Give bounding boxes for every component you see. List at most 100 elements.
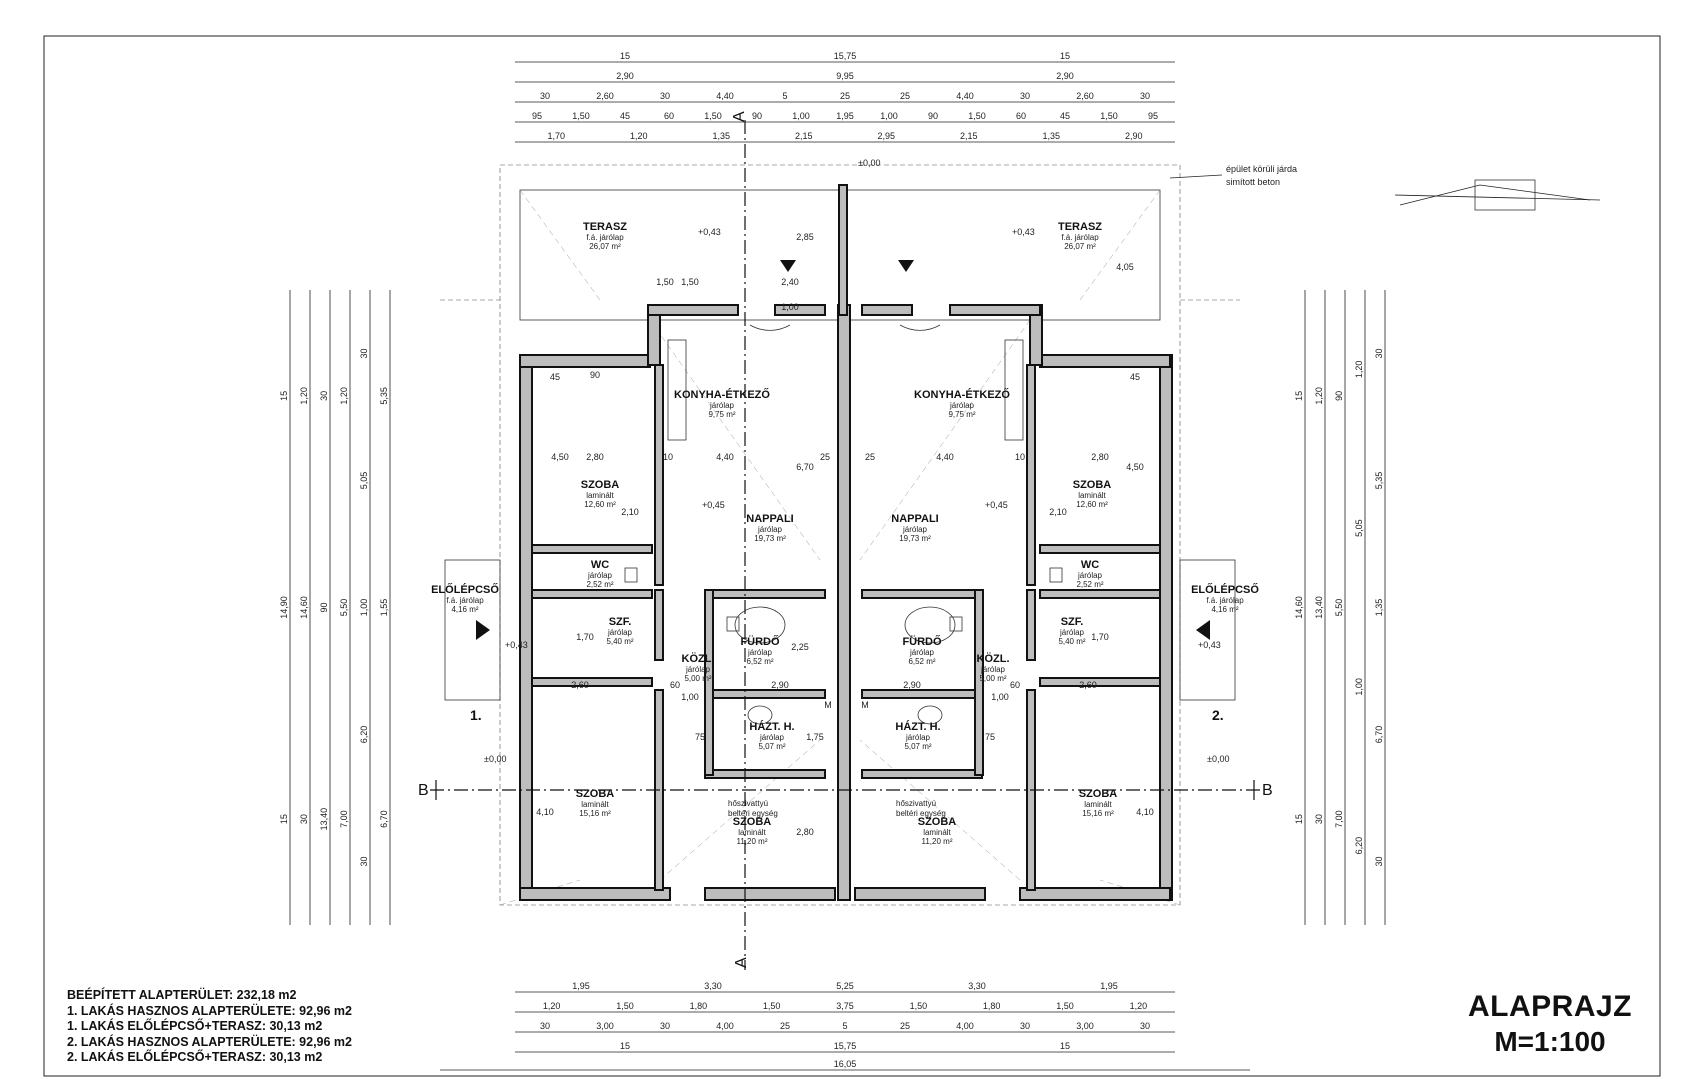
room-name: SZOBA (1079, 788, 1118, 800)
level-ground-right: ±0,00 (1207, 754, 1229, 764)
dimension-value: 5 (782, 91, 787, 101)
room-finish: járólap (949, 401, 975, 410)
walls-flat-1 (519, 304, 836, 901)
dimension-value: 3,00 (1076, 1021, 1094, 1031)
room-area: 2,52 m² (586, 580, 613, 589)
room-finish: járólap (905, 733, 931, 742)
dimension-value: 6,70 (1374, 726, 1384, 744)
dimension-value: 14,60 (1294, 596, 1304, 619)
room-finish: járólap (757, 525, 783, 534)
dimension-value: 16,05 (834, 1059, 857, 1069)
level-entry-right: +0,43 (1198, 640, 1221, 650)
dimension-value: 3,75 (836, 1001, 854, 1011)
fence-wall (838, 184, 848, 316)
dimension-value: 1,20 (339, 387, 349, 405)
room-finish: f.á. járólap (1206, 596, 1244, 605)
room-area: 19,73 m² (899, 534, 931, 543)
dimension-value: 25 (840, 91, 850, 101)
inner-dimension: 1,70 (576, 632, 594, 642)
room-name: WC (1081, 559, 1099, 571)
dimension-value: 5,35 (1374, 472, 1384, 490)
dimension-value: 30 (299, 814, 309, 824)
bathroom-fixtures (624, 324, 1063, 725)
inner-dimension: 4,40 (716, 452, 734, 462)
dimension-value: 1,00 (1354, 678, 1364, 696)
heat-pump-note-line1: hőszivattyú (728, 799, 768, 808)
dimension-value: 25 (780, 1021, 790, 1031)
room-name: HÁZT. H. (749, 720, 794, 733)
room-name: ELŐLÉPCSŐ (431, 583, 499, 596)
room-finish: járólap (980, 665, 1006, 674)
dimension-value: 15 (620, 1041, 630, 1051)
inner-dimension: 4,40 (936, 452, 954, 462)
dimension-value: 1,35 (1374, 599, 1384, 617)
inner-dimension: 2,60 (1079, 680, 1097, 690)
level-terrace-left: +0,43 (698, 227, 721, 237)
dimension-value: 1,50 (910, 1001, 928, 1011)
room-area: 5,00 m² (979, 674, 1006, 683)
flat-number-2: 2. (1212, 707, 1224, 723)
room-finish: járólap (747, 648, 773, 657)
dimension-value: 1,50 (763, 1001, 781, 1011)
room-name: SZOBA (918, 816, 957, 828)
inner-dimension: 45 (550, 372, 560, 382)
dimension-value: 30 (660, 1021, 670, 1031)
dimension-value: 30 (359, 856, 369, 866)
dimension-value: 5,35 (379, 387, 389, 405)
room-name: KÖZL. (977, 652, 1010, 665)
party-wall (837, 304, 851, 901)
level-markers (476, 260, 1210, 640)
inner-dimension: 4,10 (1136, 807, 1154, 817)
inner-dimension: 2,40 (781, 277, 799, 287)
room-area: 15,16 m² (579, 809, 611, 818)
dimension-value: 1,70 (547, 131, 565, 141)
room-name: WC (591, 559, 609, 571)
dimension-lines-right (1304, 290, 1386, 925)
heat-pump-note-line2-right: beltéri egység (896, 809, 946, 818)
dimension-value: 1,95 (1100, 981, 1118, 991)
dimension-value: 15,75 (834, 51, 857, 61)
room-area: 26,07 m² (1064, 242, 1096, 251)
level-ground-left: ±0,00 (484, 754, 506, 764)
title-block: ALAPRAJZ M=1:100 (1440, 990, 1660, 1058)
inner-dimension: 1,00 (781, 302, 799, 312)
dimension-value: 45 (620, 111, 630, 121)
level-floor-right: +0,45 (985, 500, 1008, 510)
room-area: 5,00 m² (684, 674, 711, 683)
dimension-value: 2,90 (616, 71, 634, 81)
room-finish: járólap (587, 571, 613, 580)
inner-dimension: 2,10 (621, 507, 639, 517)
room-name: SZOBA (733, 816, 772, 828)
room-area: 4,16 m² (1211, 605, 1238, 614)
dimension-value: 1,20 (543, 1001, 561, 1011)
dimension-value: 1,35 (1042, 131, 1060, 141)
dimension-value: 1,50 (968, 111, 986, 121)
dimension-value: 15 (279, 814, 289, 824)
room-name: SZOBA (576, 788, 615, 800)
dimension-value: 15 (1060, 51, 1070, 61)
room-name: ELŐLÉPCSŐ (1191, 583, 1259, 596)
room-name: TERASZ (1058, 221, 1102, 233)
dimension-value: 3,30 (704, 981, 722, 991)
room-area: 2,52 m² (1076, 580, 1103, 589)
drawing-scale: M=1:100 (1494, 1026, 1606, 1057)
room-area: 11,20 m² (922, 837, 953, 846)
inner-dimension: 1,70 (1091, 632, 1109, 642)
inner-dimension: 4,05 (1116, 262, 1134, 272)
room-area: 5,07 m² (758, 742, 785, 751)
inner-dimension: 75 (695, 732, 705, 742)
dimension-value: 30 (660, 91, 670, 101)
inner-dimension: 4,50 (551, 452, 569, 462)
dimension-value: 2,90 (1125, 131, 1143, 141)
room-finish: járólap (1059, 628, 1085, 637)
dimension-value: 30 (1314, 814, 1324, 824)
dimension-value: 6,70 (379, 810, 389, 828)
dimension-value: 1,95 (836, 111, 854, 121)
level-ground-top: ±0,00 (858, 158, 880, 168)
dimension-value: 15 (279, 391, 289, 401)
room-area: 11,20 m² (737, 837, 768, 846)
